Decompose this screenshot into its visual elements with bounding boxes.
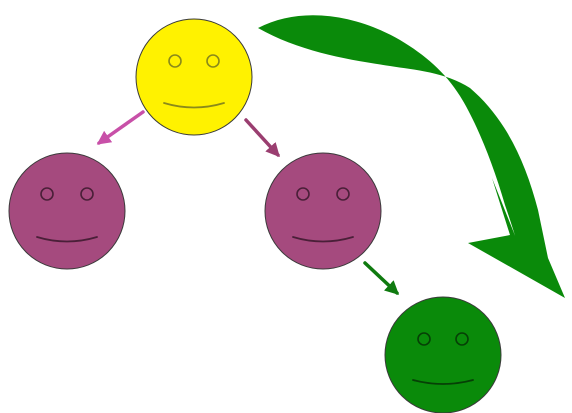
arrow-root-to-right <box>246 120 278 155</box>
smiley-face-left-child <box>9 153 125 269</box>
smiley-face-root <box>136 19 252 135</box>
smiley-face-right-child <box>265 153 381 269</box>
smiley-face-leaf <box>385 297 501 413</box>
arrow-root-to-left <box>99 112 143 143</box>
arrow-right-to-leaf <box>365 263 397 293</box>
